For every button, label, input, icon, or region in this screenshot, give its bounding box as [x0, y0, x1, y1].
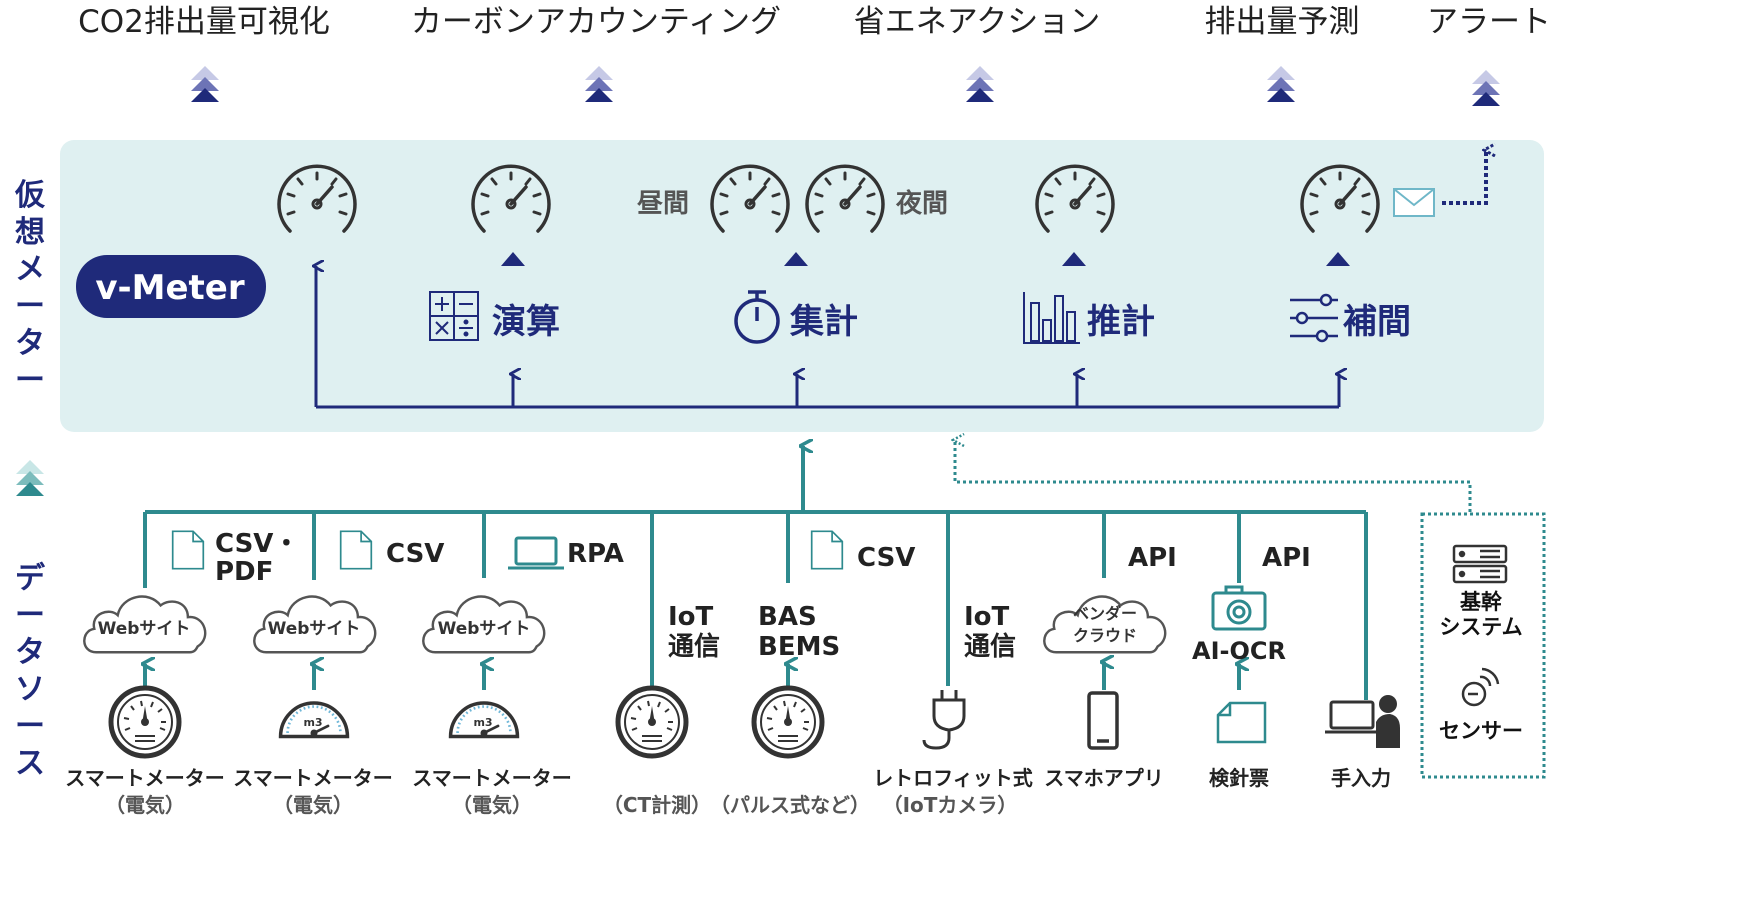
source-sublabel: （IoTカメラ）: [883, 793, 1018, 817]
side-char: ー: [15, 598, 45, 633]
cloud-vendor-label-line1: ベンダー: [1073, 604, 1137, 623]
source-sublabel: （電気）: [452, 793, 532, 817]
source-sublabel: （CT計測）: [603, 793, 711, 817]
output-triangles: [501, 252, 1350, 266]
meter-reading-slip-icon: [1216, 701, 1267, 744]
plug-icon: [922, 690, 966, 750]
sensor-label: センサー: [1439, 719, 1523, 743]
document-icon: [339, 530, 373, 570]
side-char: タ: [15, 326, 45, 361]
ai-ocr-label: AI-OCR: [1192, 637, 1286, 665]
source-sublabel: （パルス式など）: [710, 793, 870, 817]
virtual-meter-routing: [316, 266, 1339, 409]
source-sublabel: （電気）: [273, 793, 353, 817]
source-sublabel: （電気）: [105, 793, 185, 817]
output-carbon-accounting: カーボンアカウンティング: [411, 4, 781, 40]
function-interpolate-label: 補間: [1343, 302, 1411, 342]
core-system-label-line2: システム: [1439, 615, 1522, 639]
bar-chart-icon: [1023, 292, 1080, 344]
channel-csv-pdf-line1: CSV・: [215, 529, 299, 559]
chevron-up-icon: [1472, 70, 1500, 106]
side-char: 仮: [14, 178, 46, 213]
electric-meter-icon: [754, 688, 822, 756]
channel-rpa: RPA: [567, 539, 624, 569]
channel-iot-2-line1: IoT: [964, 602, 1010, 632]
output-energy-saving-action: 省エネアクション: [854, 4, 1100, 40]
channel-bas-line1: BAS: [758, 602, 817, 632]
laptop-icon: [508, 536, 564, 570]
chevron-up-icon: [966, 66, 994, 102]
virtual-meter-panel: [60, 140, 1544, 432]
output-chevrons: [191, 66, 1500, 106]
source-label: 手入力: [1331, 766, 1391, 790]
channel-csv-pdf-line2: PDF: [215, 557, 273, 587]
source-label: スマートメーター: [233, 766, 392, 790]
channel-csv-1: CSV: [386, 539, 444, 569]
output-alert: アラート: [1427, 4, 1551, 40]
smartphone-icon: [1087, 691, 1119, 750]
virtual-meter-side-label: 仮 想 メ ー タ ー: [14, 178, 46, 398]
function-calc-label: 演算: [492, 302, 560, 342]
sliders-icon: [1290, 293, 1338, 343]
stopwatch-icon: [734, 290, 780, 344]
external-dotted-arrow: [955, 440, 1472, 512]
electric-meter-icon: [111, 688, 179, 756]
v-meter-badge: [76, 255, 266, 318]
side-char: タ: [15, 635, 45, 670]
source-label: スマートメーター: [412, 766, 571, 790]
server-icon: [1452, 544, 1508, 584]
side-char: ス: [15, 746, 45, 781]
chevron-up-icon: [16, 460, 44, 496]
m3-unit: m3: [473, 716, 492, 729]
side-char: 想: [15, 215, 45, 250]
source-label: レトロフィット式: [873, 766, 1033, 790]
channel-api-2: API: [1262, 543, 1311, 573]
electric-meter-icon: [618, 688, 686, 756]
data-source-routing: [145, 446, 1368, 700]
camera-icon: [1211, 585, 1267, 631]
source-label: スマホアプリ: [1044, 766, 1163, 790]
cloud-website-label: Webサイト: [268, 619, 361, 639]
side-char: ソ: [15, 672, 45, 707]
alert-dotted-arrow: [1442, 150, 1486, 205]
output-emission-forecast: 排出量予測: [1205, 4, 1360, 40]
output-co2-visualization: CO2排出量可視化: [78, 4, 330, 40]
channel-csv-2: CSV: [857, 543, 915, 573]
chevron-up-icon: [191, 66, 219, 102]
channel-iot-1-line1: IoT: [668, 602, 714, 632]
channel-api-1: API: [1128, 543, 1177, 573]
mail-icon: [1393, 188, 1435, 217]
cloud-vendor-label-line2: クラウド: [1073, 626, 1137, 645]
function-aggregate-label: 集計: [789, 302, 858, 342]
cloud-website-label: Webサイト: [98, 619, 191, 639]
chevron-up-icon: [585, 66, 613, 102]
v-meter-badge-label: v-Meter: [95, 268, 244, 308]
core-system-label-line1: 基幹: [1460, 590, 1503, 614]
side-char: ー: [15, 363, 45, 398]
side-char: ー: [15, 289, 45, 324]
source-label: 検針票: [1209, 766, 1269, 790]
daytime-label: 昼間: [637, 189, 689, 219]
data-source-side-label: デ ー タ ソ ー ス: [15, 561, 46, 781]
manual-input-icon: [1325, 695, 1400, 748]
m3-unit: m3: [303, 716, 322, 729]
channel-iot-1-line2: 通信: [668, 632, 720, 662]
chevron-up-icon: [1267, 66, 1295, 102]
document-icon: [171, 530, 205, 570]
nighttime-label: 夜間: [895, 188, 948, 219]
source-label: スマートメーター: [65, 766, 224, 790]
channel-iot-2-line2: 通信: [964, 632, 1016, 662]
side-char: デ: [15, 561, 46, 596]
cloud-website-label: Webサイト: [438, 619, 531, 639]
sensor-icon: [1461, 667, 1500, 707]
channel-bas-line2: BEMS: [758, 632, 840, 662]
side-char: メ: [15, 252, 45, 287]
document-icon: [810, 530, 844, 570]
calculator-icon: [429, 291, 479, 341]
side-char: ー: [15, 709, 45, 744]
function-estimate-label: 推計: [1087, 302, 1155, 342]
